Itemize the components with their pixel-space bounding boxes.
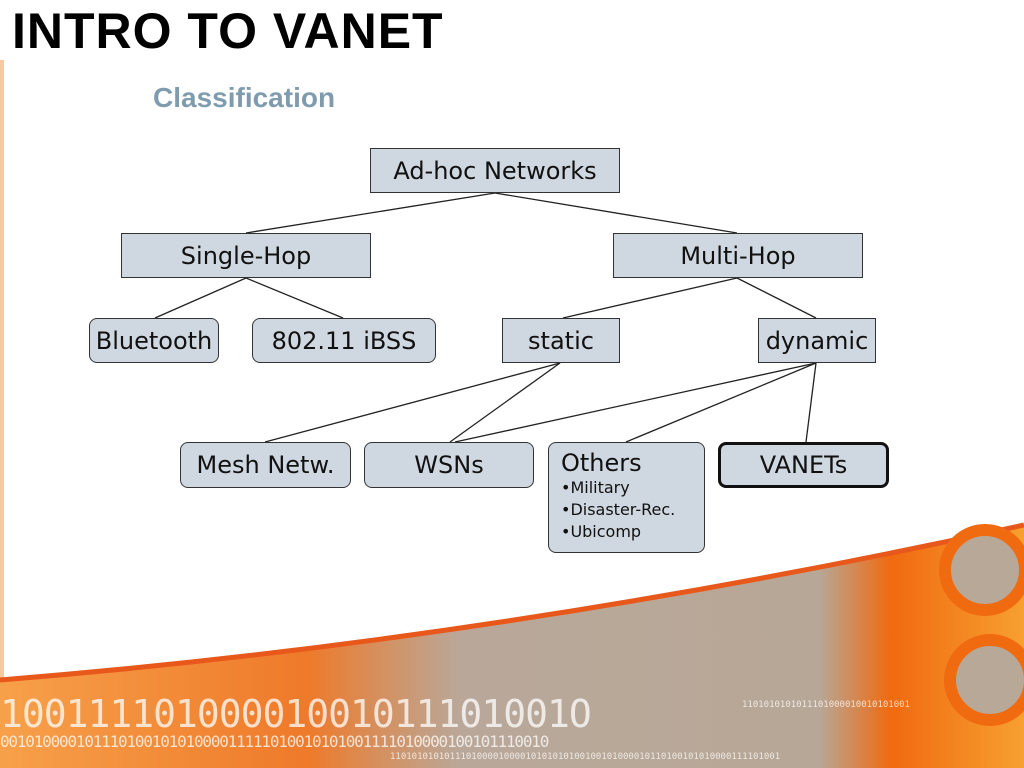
node-label: Bluetooth: [95, 326, 213, 355]
node-ad-hoc-networks: Ad-hoc Networks: [370, 148, 620, 193]
node-label: Ad-hoc Networks: [393, 156, 597, 185]
node-label: Others: [561, 449, 642, 477]
list-item: •Disaster-Rec.: [561, 500, 676, 519]
node-label: Mesh Netw.: [196, 451, 335, 479]
node-static: static: [502, 318, 620, 363]
node-vanets: VANETs: [718, 442, 889, 488]
node-label: dynamic: [765, 326, 869, 355]
binary-decoration: 1101010101011101000010000101010101001001…: [390, 752, 781, 762]
binary-decoration: 10011110100001001011101001O: [0, 692, 592, 736]
node-others: Others •Military •Disaster-Rec. •Ubicomp: [548, 442, 705, 553]
node-mesh-networks: Mesh Netw.: [180, 442, 351, 488]
binary-decoration: 1101010101011101000010010101001: [742, 700, 910, 710]
node-label: 802.11 iBSS: [271, 326, 417, 355]
node-single-hop: Single-Hop: [121, 233, 371, 278]
node-dynamic: dynamic: [758, 318, 876, 363]
node-multi-hop: Multi-Hop: [613, 233, 863, 278]
node-bluetooth: Bluetooth: [89, 318, 219, 363]
node-label: static: [528, 326, 594, 355]
list-item: •Military: [561, 478, 630, 497]
binary-decoration: 0010100001011101001010100001111101001010…: [0, 732, 549, 751]
node-label: Multi-Hop: [680, 241, 796, 270]
list-item: •Ubicomp: [561, 522, 642, 541]
node-label: Single-Hop: [180, 241, 312, 270]
node-label: WSNs: [414, 451, 484, 479]
node-label: VANETs: [759, 451, 848, 479]
slide-title: INTRO TO VANET: [12, 3, 444, 59]
node-802-11-ibss: 802.11 iBSS: [252, 318, 436, 363]
slide-subtitle: Classification: [153, 82, 336, 113]
node-wsns: WSNs: [364, 442, 534, 488]
